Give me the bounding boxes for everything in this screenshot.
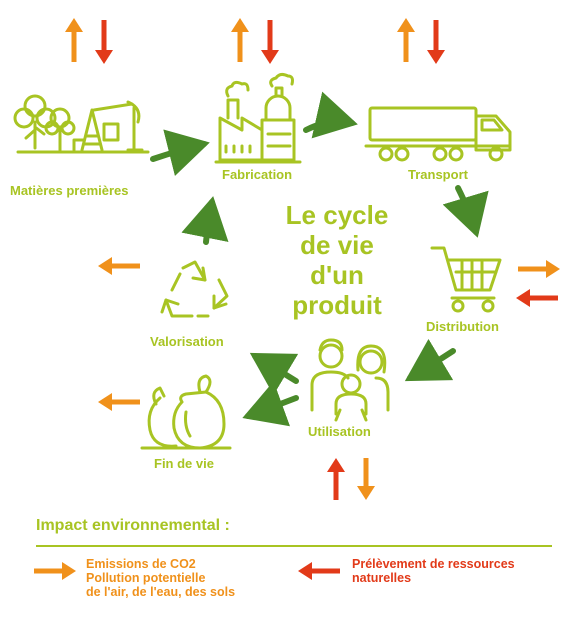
garbage-bags-icon bbox=[140, 374, 232, 450]
arrow-recovery-to-fab bbox=[181, 196, 229, 245]
legend-arrows bbox=[34, 562, 340, 580]
center-title-line-1: Le cycle bbox=[285, 200, 389, 230]
arrow-fab-to-transport bbox=[303, 91, 358, 139]
stage-label-transport: Transport bbox=[408, 167, 468, 182]
distribution-impact-arrows bbox=[516, 260, 560, 307]
legend-emissions: Emissions de CO2 Pollution potentielle d… bbox=[86, 557, 235, 599]
truck-icon bbox=[364, 106, 512, 162]
legend-emissions-line-2: Pollution potentielle bbox=[86, 571, 206, 585]
recycle-icon bbox=[160, 260, 229, 318]
legend-resources: Prélèvement de ressources naturelles bbox=[352, 557, 515, 585]
stage-label-end-of-life: Fin de vie bbox=[154, 456, 214, 471]
center-title-line-4: produit bbox=[292, 290, 382, 320]
center-title-line-3: d'un bbox=[310, 260, 364, 290]
legend-emissions-line-3: de l'air, de l'eau, des sols bbox=[86, 585, 236, 599]
eol-impact-arrow bbox=[98, 393, 140, 411]
center-title: Le cycle de vie d'un produit bbox=[262, 200, 412, 320]
transport-impact-arrows bbox=[397, 18, 445, 64]
stage-label-fabrication: Fabrication bbox=[222, 167, 293, 182]
raw-materials-icon bbox=[13, 94, 150, 154]
legend-emissions-line-1: Emissions de CO2 bbox=[86, 557, 196, 571]
stage-label-recovery: Valorisation bbox=[150, 334, 224, 349]
impact-arrows bbox=[34, 18, 560, 580]
fab-impact-arrows bbox=[231, 18, 279, 64]
legend-title: Impact environnemental : bbox=[36, 517, 230, 534]
cycle-arrows bbox=[150, 91, 489, 427]
usage-impact-arrows bbox=[327, 458, 375, 500]
arrow-usage-to-recovery bbox=[249, 352, 299, 396]
legend-divider bbox=[36, 545, 552, 547]
arrow-transport-to-distribution bbox=[442, 185, 489, 238]
factory-icon bbox=[214, 72, 302, 164]
center-title-line-2: de vie bbox=[300, 230, 374, 260]
legend-resources-line-2: naturelles bbox=[352, 571, 412, 585]
legend-resources-line-1: Prélèvement de ressources bbox=[352, 557, 515, 571]
arrow-usage-to-eol bbox=[242, 381, 299, 427]
cart-icon bbox=[430, 246, 502, 313]
stage-label-usage: Utilisation bbox=[308, 424, 371, 439]
stage-label-raw-materials: Matières premières bbox=[10, 183, 129, 198]
arrow-raw-to-fab bbox=[150, 129, 210, 177]
arrow-distribution-to-usage bbox=[404, 338, 456, 382]
stage-label-distribution: Distribution bbox=[426, 319, 499, 334]
raw-impact-arrows bbox=[65, 18, 113, 64]
recovery-impact-arrow bbox=[98, 257, 140, 275]
family-icon bbox=[310, 338, 390, 422]
